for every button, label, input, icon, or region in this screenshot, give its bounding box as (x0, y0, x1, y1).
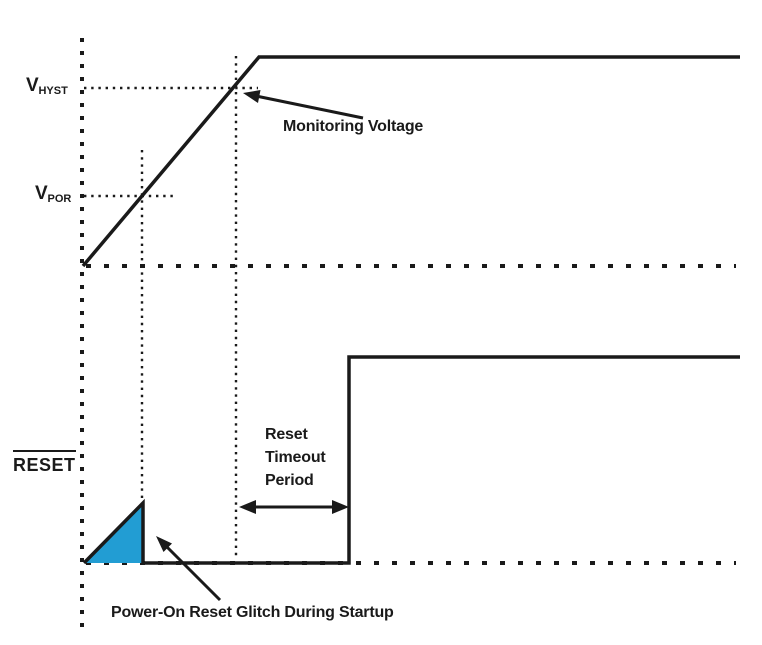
reset-timeout-right-arrowhead (332, 500, 349, 514)
vpor-label-subscript: POR (47, 193, 72, 205)
vhyst-label-base: V (26, 75, 39, 96)
vhyst-label: V HYST (26, 75, 68, 97)
por-glitch-label: Power-On Reset Glitch During Startup (111, 604, 394, 621)
reset-timeout-label-line2: Timeout (265, 449, 326, 466)
vpor-label: V POR (35, 183, 72, 205)
reset-timeout-label-line3: Period (265, 472, 314, 489)
reset-timeout-arrow (239, 500, 349, 514)
vhyst-label-subscript: HYST (38, 85, 68, 97)
monitoring-voltage-waveform (81, 55, 740, 268)
por-glitch-arrow-shaft (164, 544, 222, 602)
reset-timeout-label-line1: Reset (265, 426, 308, 443)
monitoring-voltage-label: Monitoring Voltage (283, 118, 424, 135)
monitoring-voltage-arrow-shaft (255, 94, 364, 120)
por-glitch-arrow (156, 536, 222, 602)
por-glitch-arrowhead (156, 536, 172, 552)
monitoring-voltage-arrow (243, 90, 364, 120)
monitoring-voltage-arrowhead (243, 90, 261, 103)
reset-waveform (82, 355, 740, 565)
reset-timeout-left-arrowhead (239, 500, 256, 514)
vpor-label-base: V (35, 183, 48, 204)
reset-timeout-label: Reset Timeout Period (265, 423, 326, 492)
reset-signal-label: RESET (13, 450, 76, 476)
